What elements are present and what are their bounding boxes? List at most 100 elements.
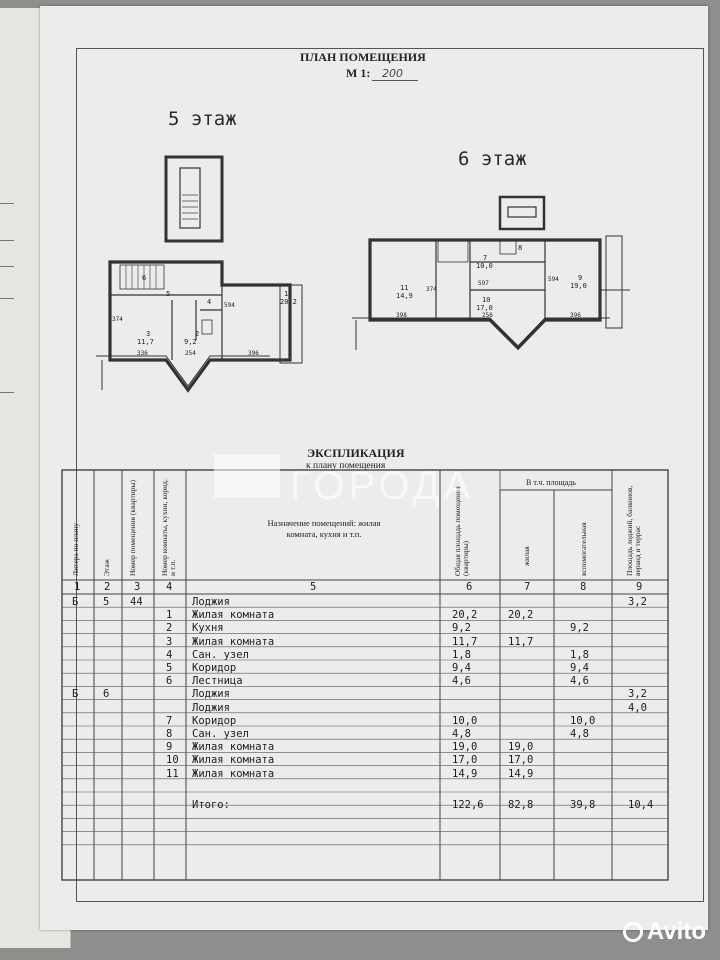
f5-dim-1: 336 [137, 350, 148, 357]
f5-room-2-num: 2 [195, 330, 200, 338]
table-cell: 9,2 [570, 622, 589, 635]
header-col-3: Номер помещения (квартиры) [128, 479, 137, 576]
table-cell: 1,8 [452, 648, 471, 661]
table-cell: 19,0 [452, 741, 478, 754]
watermark-text: ГОРОДА [290, 464, 475, 508]
f5-room-4-num: 4 [207, 298, 212, 306]
table-cell: 122,6 [452, 799, 484, 812]
f6-dim-2: 256 [482, 312, 493, 319]
f6-room-7-num: 7 [483, 254, 488, 262]
table-cell: Жилая комната [192, 609, 275, 622]
table-cell: Жилая комната [192, 767, 275, 780]
table-cell: 19,0 [508, 741, 534, 754]
table-cell: 11,7 [452, 635, 478, 648]
table-cell: 11 [166, 767, 179, 780]
table-cell: 3,2 [628, 596, 647, 608]
f5-room-3-num: 3 [146, 330, 151, 338]
table-cell: 10,0 [452, 714, 478, 727]
column-number: 9 [636, 581, 643, 593]
f6-dim-4: 374 [426, 286, 437, 293]
header-col-1: Литера по плану [71, 522, 80, 576]
table-cell: 20,2 [452, 609, 478, 622]
floor-6-label: 6 этаж [458, 148, 527, 170]
table-cell: 10,4 [628, 799, 654, 812]
scale-value: 200 [382, 67, 403, 80]
table-cell: Б [72, 688, 79, 701]
avito-logo: Avito [622, 918, 706, 946]
table-cell: 9,2 [452, 622, 471, 635]
scale-label: М 1: [346, 66, 371, 80]
f5-dim-2: 254 [185, 350, 196, 357]
f5-room-6-num: 6 [142, 274, 147, 282]
table-cell: Итого: [192, 799, 230, 812]
f5-room-2-area: 9,2 [184, 338, 197, 346]
explication-title: ЭКСПЛИКАЦИЯ [307, 446, 405, 460]
group-header: В т.ч. площадь [526, 478, 576, 487]
table-row-lines [62, 606, 668, 846]
table-cell: 4,0 [628, 701, 647, 714]
header-col-7: жилая [522, 546, 531, 566]
column-number: 2 [104, 581, 111, 593]
f6-dim-1: 398 [396, 312, 407, 319]
table-cell: 39,8 [570, 799, 596, 812]
f5-room-3-area: 11,7 [137, 338, 154, 346]
f5-room-5-num: 5 [166, 290, 171, 298]
f5-room-1-area: 20,2 [280, 298, 297, 306]
floor-5-plan [96, 155, 303, 393]
table-cell: 9 [166, 741, 173, 754]
table-cell: Коридор [192, 662, 237, 674]
explication-subtitle: к плану помещения [306, 461, 386, 471]
table-cell: 14,9 [508, 767, 534, 780]
table-cell: Лоджия [192, 596, 230, 608]
f5-room-1-num: 1 [284, 290, 289, 298]
f6-room-8-num: 8 [518, 244, 523, 252]
table-cell: Кухня [192, 622, 224, 635]
table-cell: 2 [166, 622, 173, 635]
f5-dim-4: 374 [112, 316, 123, 323]
header-col-8: вспомогательная [579, 522, 588, 576]
f6-room-9-num: 9 [578, 274, 583, 282]
table-cell: Жилая комната [192, 635, 275, 648]
table-cell: 5 [166, 662, 173, 674]
table-cell: 1 [166, 609, 173, 622]
f6-room-7-area: 10,0 [476, 262, 493, 270]
table-cell: 4,6 [570, 675, 589, 688]
avito-dot-icon [622, 922, 643, 942]
f6-dim-6: 597 [478, 280, 489, 287]
table-cell: 20,2 [508, 609, 534, 622]
table-cell: 7 [166, 714, 173, 727]
document-sheet [40, 6, 708, 930]
f6-dim-3: 396 [570, 312, 581, 319]
f5-dim-3: 396 [248, 350, 259, 357]
f6-room-9-area: 19,0 [570, 282, 587, 290]
table-cell: 4 [166, 648, 173, 661]
table-cell: Коридор [192, 714, 237, 727]
table-cell: Лоджия [192, 688, 230, 701]
table-cell: Жилая комната [192, 741, 275, 754]
watermark-logo [214, 454, 280, 498]
table-cell: 17,0 [452, 754, 478, 767]
table-cell: Сан. узел [192, 728, 249, 740]
table-cell: 4,6 [452, 675, 471, 688]
table-cell: Лестница [192, 675, 243, 688]
floor-5-label: 5 этаж [168, 108, 237, 130]
column-number: 8 [580, 581, 587, 593]
table-cell: 6 [103, 688, 110, 701]
table-cell: 5 [103, 596, 110, 608]
f6-room-10-num: 10 [482, 296, 491, 304]
column-number: 1 [74, 581, 81, 593]
header-col-2: Этаж [102, 559, 111, 576]
table-cell: 6 [166, 675, 173, 688]
column-number: 3 [134, 581, 141, 593]
f6-dim-5: 594 [548, 276, 559, 283]
header-col-5: Назначение помещений: жилая комната, кух… [267, 518, 381, 539]
f6-room-11-num: 11 [400, 284, 409, 292]
table-cell: 3,2 [628, 688, 647, 701]
table-cell: 10 [166, 754, 179, 767]
f5-dim-5: 594 [224, 302, 235, 309]
table-cell: Жилая комната [192, 754, 275, 767]
f6-room-11-area: 14,9 [396, 292, 413, 300]
table-cell: 44 [130, 596, 143, 608]
table-cell: Сан. узел [192, 648, 249, 661]
